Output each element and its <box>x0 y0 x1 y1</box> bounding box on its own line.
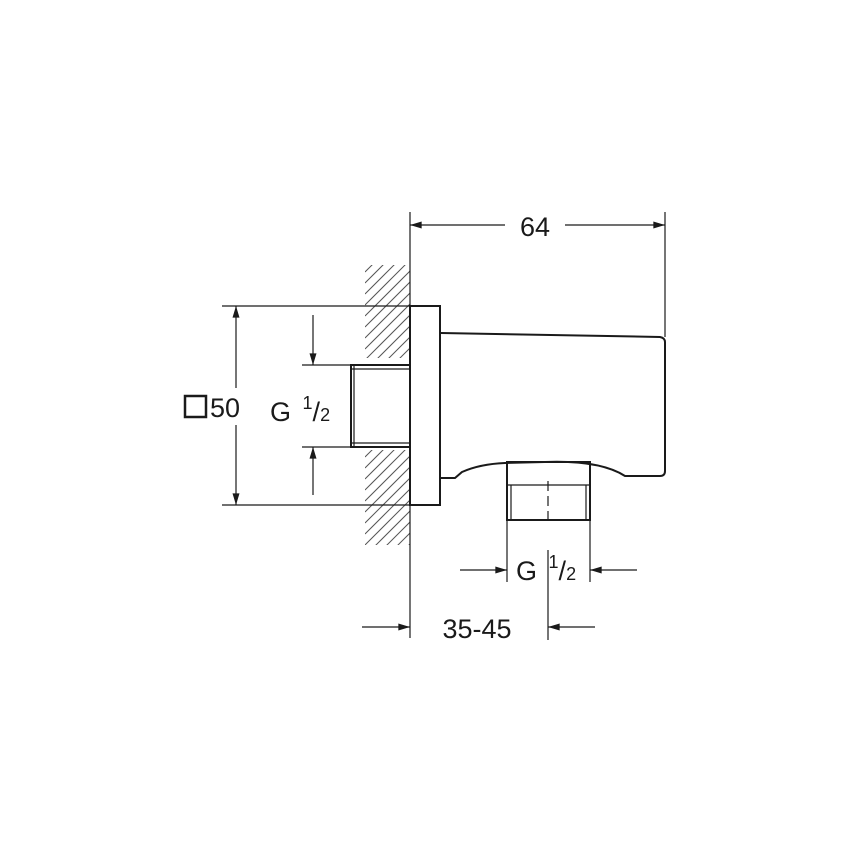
hatch-line <box>365 555 410 600</box>
hatch-line <box>365 401 410 446</box>
dim-depth-label: 35-45 <box>442 614 511 644</box>
hatch-line <box>365 392 410 437</box>
hatch-line <box>365 588 410 633</box>
hatch-line <box>365 477 410 524</box>
hatch-line <box>375 510 410 545</box>
hatch-line <box>386 521 410 545</box>
hatch-line <box>365 455 410 502</box>
hatch-line <box>365 370 410 415</box>
hatch-line <box>365 292 410 339</box>
hatch-line <box>365 216 410 261</box>
hatch-line <box>365 599 410 644</box>
hatch-line <box>377 325 410 358</box>
hatch-line <box>365 205 410 250</box>
dim-flange-label: 50 <box>210 393 240 423</box>
hatch-line <box>365 270 410 317</box>
dimension-flange: 50 <box>183 305 410 506</box>
hatch-line <box>365 390 410 435</box>
thread-den: 2 <box>566 564 576 584</box>
thread-den: 2 <box>320 405 330 425</box>
svg-text:G 1/2: G 1/2 <box>270 393 330 427</box>
dimension-outlet-thread: G 1/2 <box>460 552 637 586</box>
hatch-line <box>365 577 410 622</box>
wall-hatching-bottom <box>365 390 410 644</box>
hatch-line <box>365 265 395 295</box>
hatch-line <box>365 381 410 426</box>
outlet-body <box>440 332 666 479</box>
hatch-line <box>365 281 410 328</box>
hatch-line <box>365 450 373 458</box>
outlet-nipple <box>506 461 591 640</box>
square-icon <box>183 394 208 419</box>
dim-width-label: 64 <box>520 212 550 242</box>
dimension-width: 64 <box>409 212 666 337</box>
hatch-line <box>365 499 410 545</box>
dimension-depth: 35-45 <box>362 614 595 644</box>
thread-letter: G <box>516 556 537 586</box>
hatch-line <box>397 532 410 545</box>
hatch-line <box>408 543 410 545</box>
thread-num: 1 <box>549 552 559 572</box>
hatch-line <box>365 403 410 448</box>
thread-num: 1 <box>303 393 313 413</box>
hatch-line <box>365 566 410 611</box>
inlet-nipple <box>350 364 411 448</box>
hatch-line <box>365 265 384 284</box>
dimension-inlet-thread: G 1/2 <box>270 315 351 495</box>
hatch-line <box>365 265 406 306</box>
flange <box>409 305 441 506</box>
thread-letter: G <box>270 397 291 427</box>
hatch-line <box>365 450 395 480</box>
hatch-line <box>365 450 406 491</box>
svg-text:G 1/2: G 1/2 <box>516 552 576 586</box>
hatch-line <box>399 347 410 358</box>
hatch-line <box>388 336 410 358</box>
hatch-line <box>366 314 410 358</box>
wall-hatching-top <box>365 205 410 448</box>
hatch-line <box>365 450 384 469</box>
hatch-line <box>365 488 410 535</box>
hatch-line <box>365 265 373 273</box>
hatch-line <box>365 303 410 350</box>
